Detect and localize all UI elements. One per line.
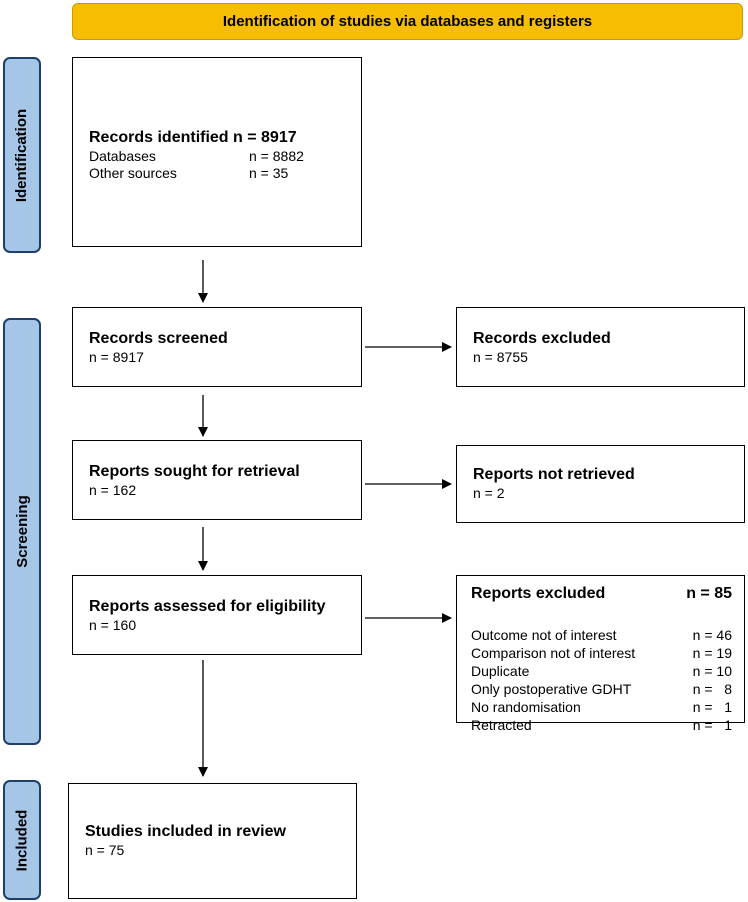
header-banner: Identification of studies via databases …	[72, 3, 743, 40]
reports-sought-title: Reports sought for retrieval	[89, 463, 300, 480]
records-excluded-title: Records excluded	[473, 330, 611, 347]
reports-assessed-value: n = 160	[89, 617, 137, 633]
phase-identification: Identification	[3, 57, 41, 253]
exclusion-reason-value: n = 1	[692, 699, 732, 715]
reports-sought-value: n = 162	[89, 482, 137, 498]
exclusion-reason-label: Outcome not of interest	[471, 627, 617, 643]
exclusion-reason-value: n = 1	[692, 717, 732, 733]
identified-row-other: Other sources n = 35	[89, 165, 361, 182]
records-screened-box: Records screened n = 8917	[72, 307, 362, 387]
exclusion-reason: Duplicate n = 10	[471, 662, 732, 680]
exclusion-reason: Retracted n = 1	[471, 716, 732, 734]
exclusion-reason-value: n = 8	[692, 681, 732, 697]
identified-row-value: n = 35	[249, 165, 289, 181]
identified-row-label: Other sources	[89, 165, 177, 181]
identified-row-databases: Databases n = 8882	[89, 148, 361, 165]
phase-screening: Screening	[3, 318, 41, 745]
reports-excluded-header: Reports excluded n = 85	[471, 584, 732, 604]
reports-sought-box: Reports sought for retrieval n = 162	[72, 440, 362, 520]
records-screened-title: Records screened	[89, 330, 228, 347]
exclusion-reason-label: Comparison not of interest	[471, 645, 636, 661]
exclusion-reason-label: Retracted	[471, 717, 532, 733]
reports-not-retrieved-value: n = 2	[473, 485, 505, 501]
reports-excluded-total: n = 85	[686, 585, 732, 602]
exclusion-reason: Comparison not of interest n = 19	[471, 644, 732, 662]
records-screened-value: n = 8917	[89, 349, 144, 365]
reports-excluded-title: Reports excluded	[471, 585, 606, 602]
reports-assessed-title: Reports assessed for eligibility	[89, 598, 326, 615]
records-excluded-box: Records excluded n = 8755	[456, 307, 745, 387]
exclusion-reason-value: n = 19	[692, 645, 732, 661]
records-excluded-value: n = 8755	[473, 349, 528, 365]
studies-included-value: n = 75	[85, 842, 125, 858]
phase-included: Included	[3, 780, 41, 900]
identified-row-label: Databases	[89, 148, 156, 164]
studies-included-title: Studies included in review	[85, 823, 286, 840]
exclusion-reason-label: Duplicate	[471, 663, 530, 679]
banner-title: Identification of studies via databases …	[222, 13, 593, 30]
exclusion-reason-label: Only postoperative GDHT	[471, 681, 632, 697]
exclusion-reason: Only postoperative GDHT n = 8	[471, 680, 732, 698]
studies-included-box: Studies included in review n = 75	[68, 783, 357, 899]
exclusion-reason-label: No randomisation	[471, 699, 581, 715]
reports-not-retrieved-box: Reports not retrieved n = 2	[456, 445, 745, 523]
exclusion-reason-value: n = 46	[692, 627, 732, 643]
exclusion-reason-value: n = 10	[692, 663, 732, 679]
reports-assessed-box: Reports assessed for eligibility n = 160	[72, 575, 362, 655]
records-identified-box: Records identified n = 8917 Databases n …	[72, 57, 362, 247]
reports-excluded-box: Reports excluded n = 85 Outcome not of i…	[456, 575, 745, 733]
exclusion-reason: No randomisation n = 1	[471, 698, 732, 716]
records-identified-title: Records identified n = 8917	[89, 129, 297, 146]
identified-row-value: n = 8882	[249, 148, 304, 164]
reports-not-retrieved-title: Reports not retrieved	[473, 466, 635, 483]
exclusion-reason: Outcome not of interest n = 46	[471, 626, 732, 644]
